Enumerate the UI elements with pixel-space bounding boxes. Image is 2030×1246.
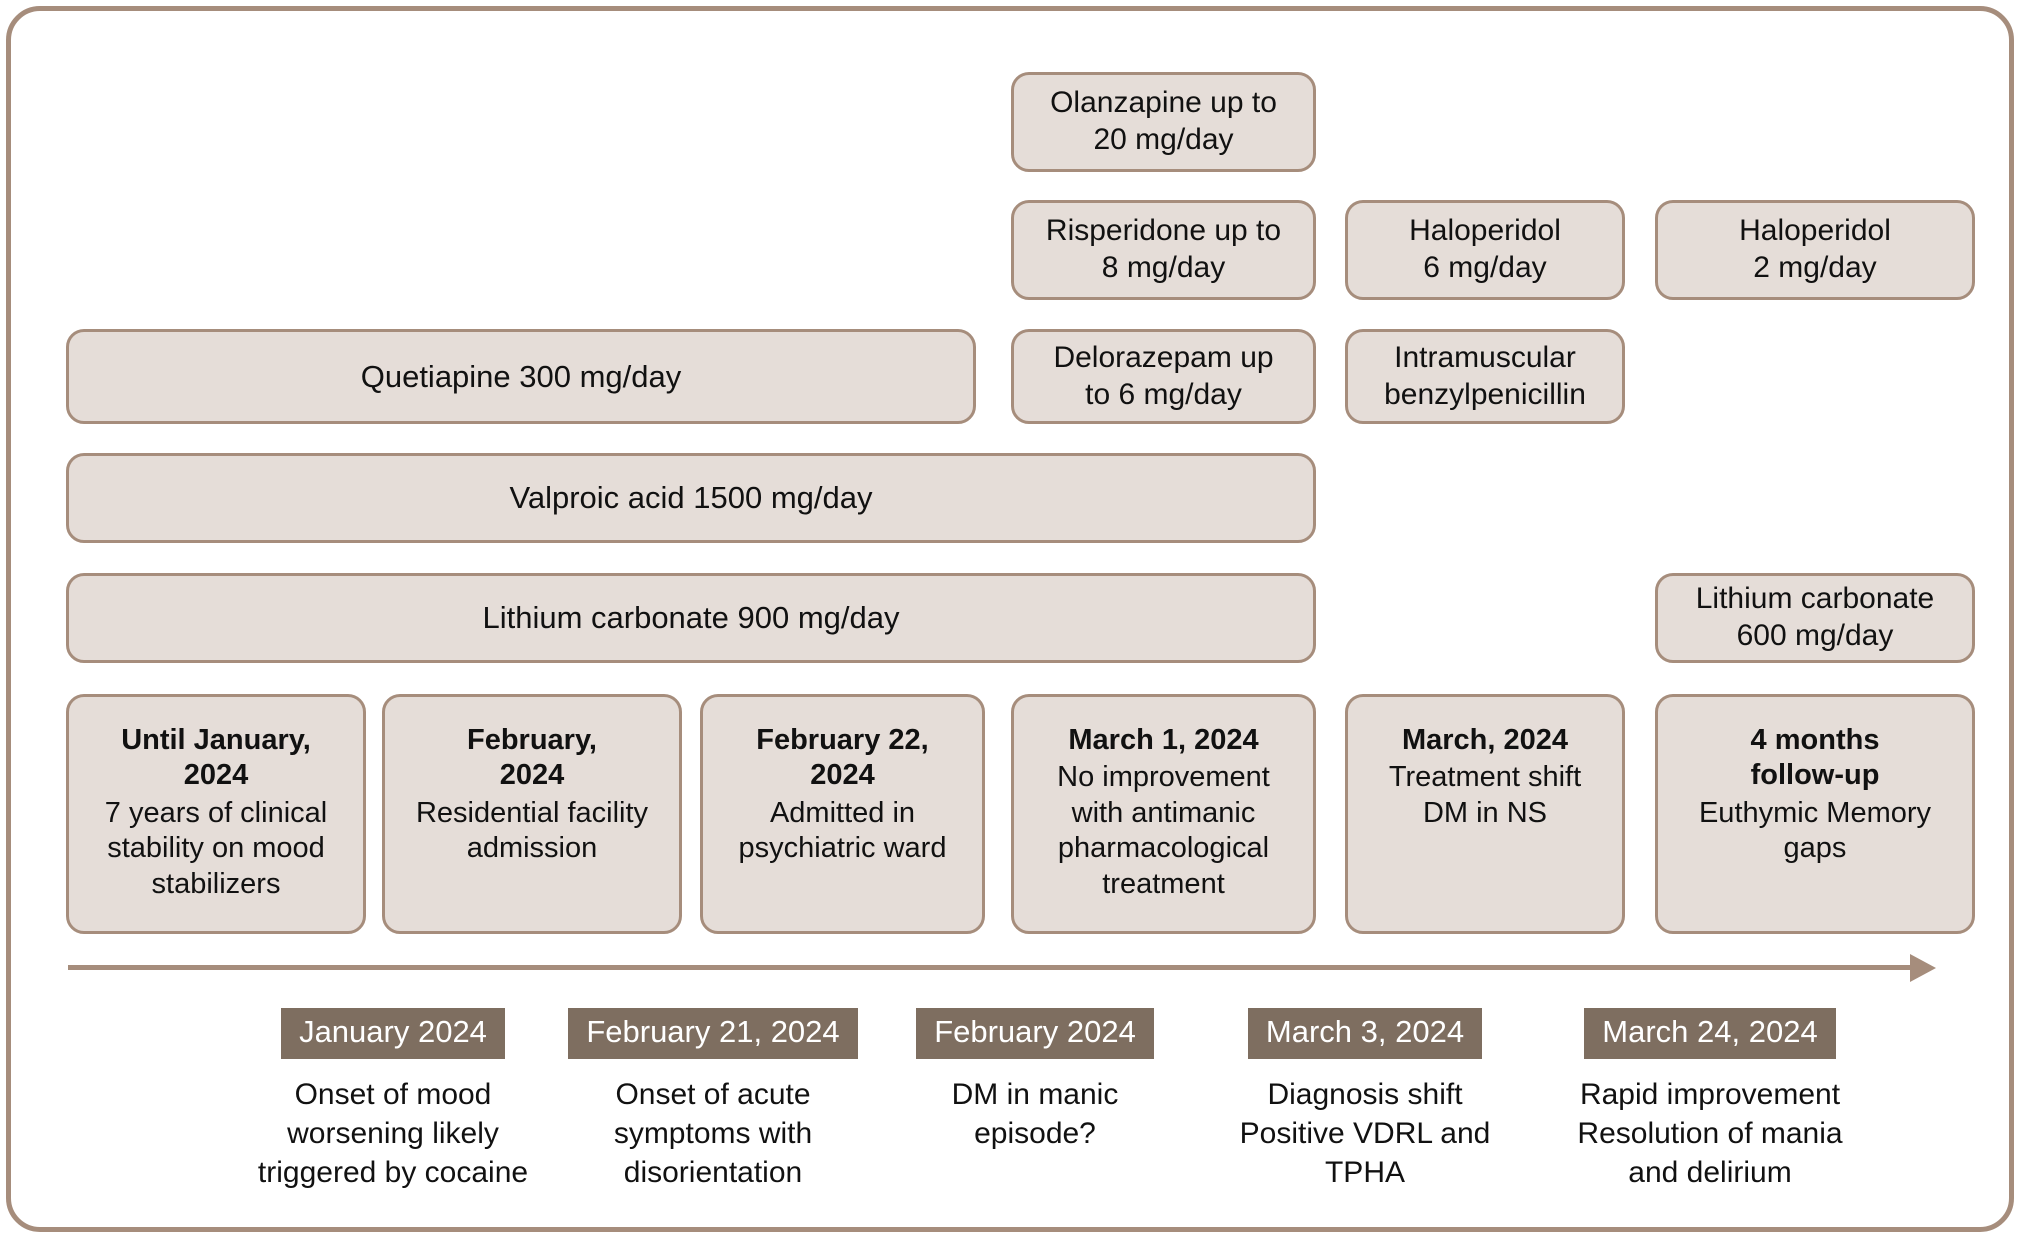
milestone-5: March 24, 2024 Rapid improvement Resolut… bbox=[1540, 1008, 1880, 1192]
treatment-bar-lithium-900: Lithium carbonate 900 mg/day bbox=[66, 573, 1316, 663]
treatment-box-olanzapine: Olanzapine up to 20 mg/day bbox=[1011, 72, 1316, 172]
event-description: Euthymic Memory gaps bbox=[1698, 796, 1932, 865]
treatment-box-haloperidol-6: Haloperidol 6 mg/day bbox=[1345, 200, 1625, 300]
milestone-date-badge: February 21, 2024 bbox=[568, 1008, 858, 1059]
event-description: No improvement with antimanic pharmacolo… bbox=[1057, 761, 1270, 900]
event-box-3: February 22, 2024 Admitted in psychiatri… bbox=[700, 694, 985, 934]
event-box-5: March, 2024 Treatment shift DM in NS bbox=[1345, 694, 1625, 934]
milestone-caption: Onset of acute symptoms with disorientat… bbox=[613, 1077, 813, 1189]
event-date: March 1, 2024 bbox=[1068, 724, 1259, 756]
milestone-date-badge: March 3, 2024 bbox=[1247, 1008, 1483, 1059]
event-date: February 22, 2024 bbox=[756, 724, 929, 792]
treatment-bar-quetiapine: Quetiapine 300 mg/day bbox=[66, 329, 976, 424]
milestone-caption: DM in manic episode? bbox=[951, 1077, 1119, 1150]
milestone-caption: Onset of mood worsening likely triggered… bbox=[257, 1077, 529, 1189]
event-date: Until January, 2024 bbox=[121, 724, 311, 792]
event-box-4: March 1, 2024 No improvement with antima… bbox=[1011, 694, 1316, 934]
milestone-1: January 2024 Onset of mood worsening lik… bbox=[238, 1008, 548, 1192]
milestone-2: February 21, 2024 Onset of acute symptom… bbox=[558, 1008, 868, 1192]
event-date: March, 2024 bbox=[1401, 724, 1569, 756]
treatment-box-haloperidol-2: Haloperidol 2 mg/day bbox=[1655, 200, 1975, 300]
milestone-date-badge: February 2024 bbox=[916, 1008, 1154, 1059]
milestone-caption: Rapid improvement Resolution of mania an… bbox=[1577, 1077, 1843, 1189]
milestone-date-badge: January 2024 bbox=[281, 1008, 505, 1059]
event-date: February, 2024 bbox=[466, 724, 597, 792]
event-description: 7 years of clinical stability on mood st… bbox=[104, 796, 328, 900]
event-box-1: Until January, 2024 7 years of clinical … bbox=[66, 694, 366, 934]
event-date: 4 months follow-up bbox=[1750, 724, 1880, 792]
treatment-box-benzylpenicillin: Intramuscular benzylpenicillin bbox=[1345, 329, 1625, 424]
event-box-2: February, 2024 Residential facility admi… bbox=[382, 694, 682, 934]
milestone-date-badge: March 24, 2024 bbox=[1584, 1008, 1836, 1059]
event-box-6: 4 months follow-up Euthymic Memory gaps bbox=[1655, 694, 1975, 934]
treatment-box-lithium-600: Lithium carbonate 600 mg/day bbox=[1655, 573, 1975, 663]
treatment-box-delorazepam: Delorazepam up to 6 mg/day bbox=[1011, 329, 1316, 424]
event-description: Residential facility admission bbox=[415, 796, 649, 865]
event-description: Admitted in psychiatric ward bbox=[738, 796, 947, 865]
milestone-3: February 2024 DM in manic episode? bbox=[890, 1008, 1180, 1153]
milestone-4: March 3, 2024 Diagnosis shift Positive V… bbox=[1210, 1008, 1520, 1192]
milestone-caption: Diagnosis shift Positive VDRL and TPHA bbox=[1239, 1077, 1491, 1189]
treatment-bar-valproic-acid: Valproic acid 1500 mg/day bbox=[66, 453, 1316, 543]
event-description: Treatment shift DM in NS bbox=[1388, 761, 1582, 829]
timeline-axis-line bbox=[68, 965, 1913, 970]
treatment-box-risperidone: Risperidone up to 8 mg/day bbox=[1011, 200, 1316, 300]
timeline-arrow-icon bbox=[1910, 954, 1936, 982]
